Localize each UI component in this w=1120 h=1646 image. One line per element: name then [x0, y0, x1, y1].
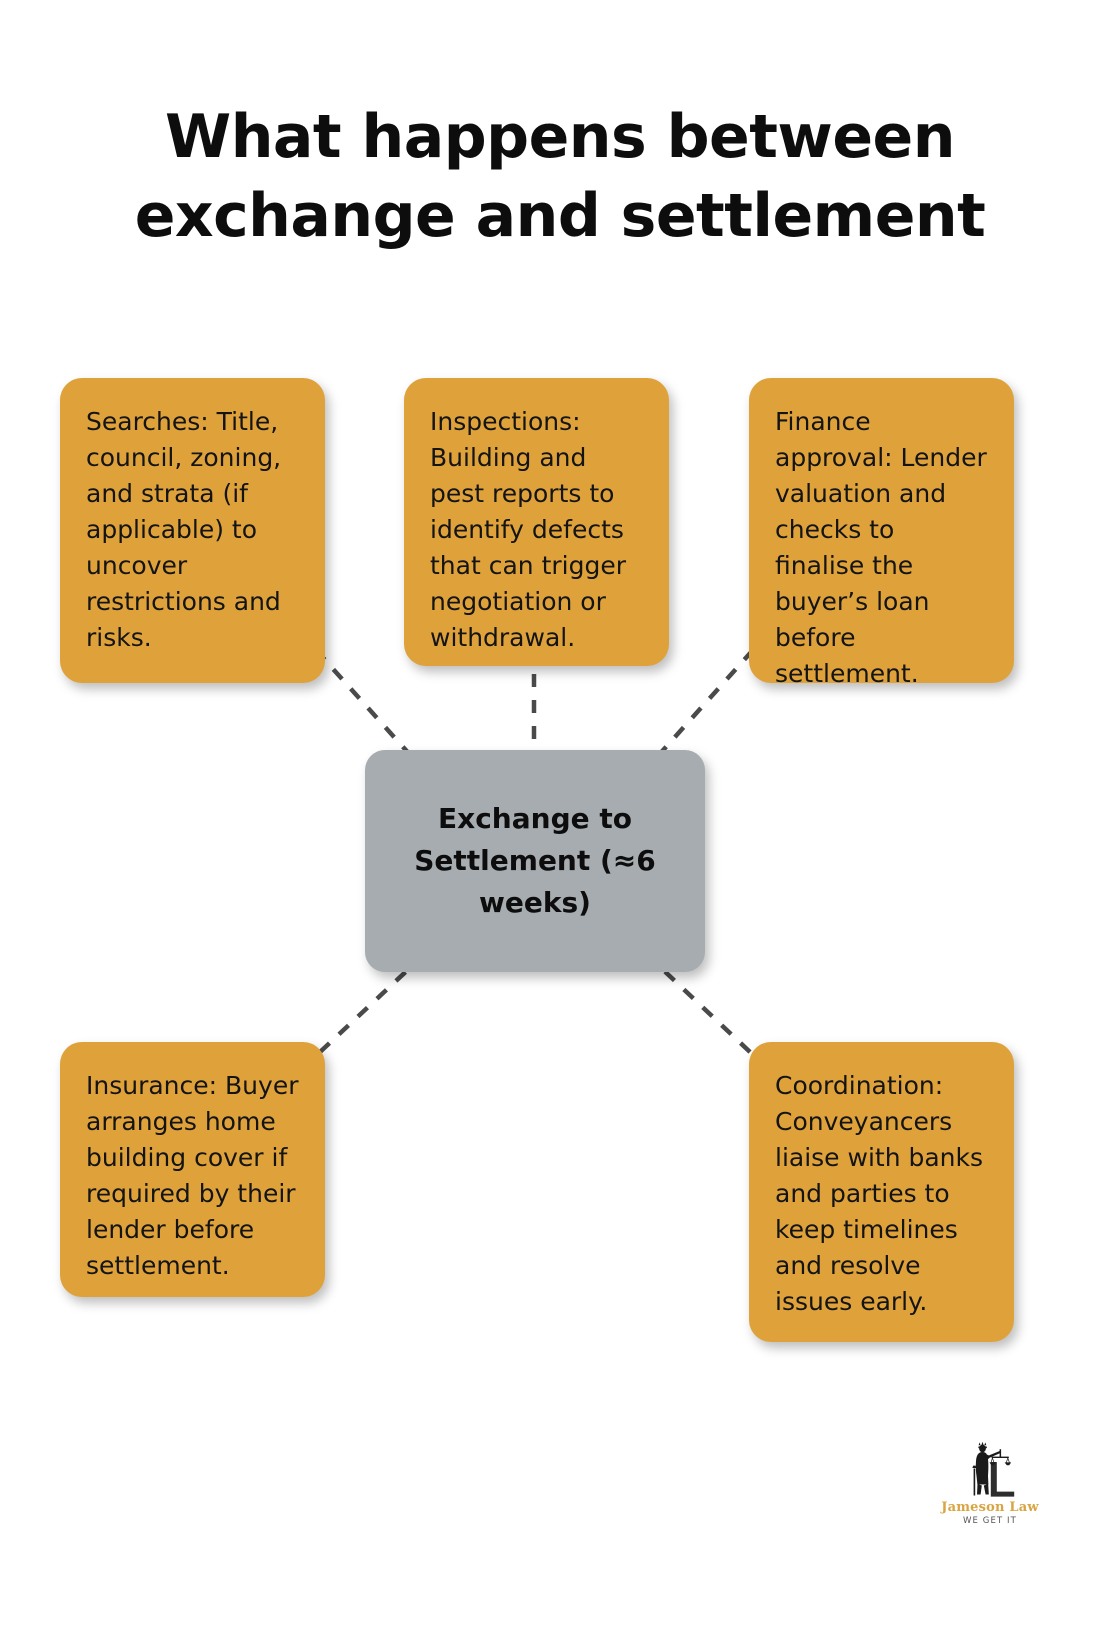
brand-name: Jameson Law [941, 1500, 1039, 1515]
node-finance-approval[interactable]: Finance approval: Lender valuation and c… [749, 378, 1014, 688]
lady-justice-scales-icon [972, 1441, 1015, 1497]
node-coordination-label: Coordination: Conveyancers liaise with b… [775, 1071, 984, 1316]
page-title: What happens between exchange and settle… [134, 102, 986, 252]
connector-insurance [318, 963, 415, 1054]
node-coordination[interactable]: Coordination: Conveyancers liaise with b… [749, 1042, 1014, 1342]
node-insurance-label: Insurance: Buyer arranges home building … [86, 1071, 299, 1280]
connector-searches [314, 648, 414, 759]
node-center-hub[interactable]: Exchange to Settlement (≈6 weeks) [365, 750, 705, 972]
node-finance-approval-label: Finance approval: Lender valuation and c… [775, 407, 987, 688]
node-searches-label: Searches: Title, council, zoning, and st… [86, 407, 282, 652]
brand-logo: Jameson Law WE GET IT [925, 1438, 1055, 1526]
connector-coordination [656, 963, 752, 1054]
node-insurance[interactable]: Insurance: Buyer arranges home building … [60, 1042, 325, 1297]
connector-finance [655, 648, 755, 759]
node-searches[interactable]: Searches: Title, council, zoning, and st… [60, 378, 325, 683]
node-center-hub-label: Exchange to Settlement (≈6 weeks) [414, 802, 656, 919]
node-inspections[interactable]: Inspections: Building and pest reports t… [404, 378, 669, 666]
node-inspections-label: Inspections: Building and pest reports t… [430, 407, 626, 652]
brand-tagline: WE GET IT [963, 1516, 1017, 1527]
